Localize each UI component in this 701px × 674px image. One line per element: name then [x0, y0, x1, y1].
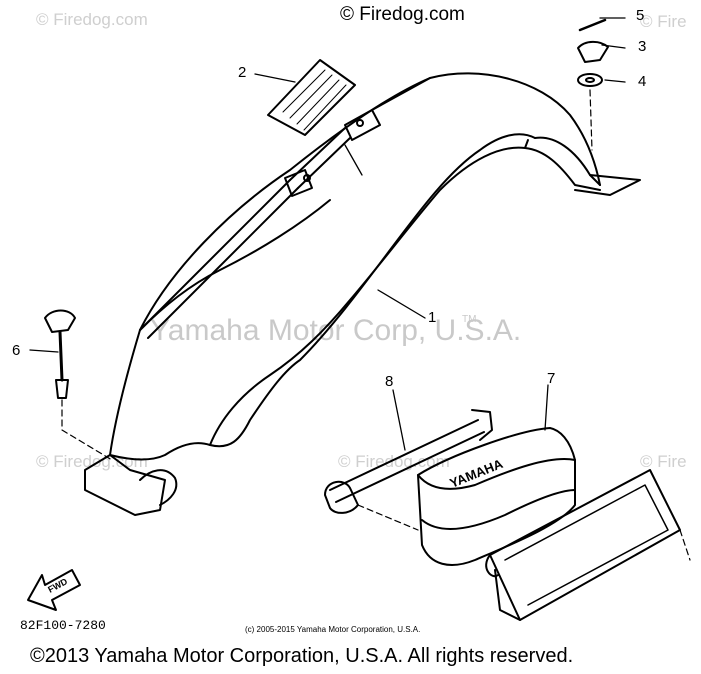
front-flange — [84, 454, 166, 516]
tool-tray — [485, 469, 681, 621]
small-copyright: (c) 2005-2015 Yamaha Motor Corporation, … — [245, 625, 421, 634]
strap-8 — [324, 409, 493, 514]
watermark-mid-center: © Firedog.com — [338, 452, 450, 471]
assembly-line-tray — [679, 529, 691, 561]
assembly-line-front — [61, 399, 113, 461]
callout-7: 7 — [547, 370, 556, 387]
box-logo-text: YAMAHA — [448, 456, 506, 491]
bolt-assembly-6 — [44, 309, 76, 399]
callout-3: 3 — [638, 38, 647, 55]
rear-flange — [574, 174, 641, 196]
watermark-mid-right: © Fire — [640, 452, 687, 471]
nut-3 — [577, 40, 609, 63]
callout-4: 4 — [638, 73, 647, 90]
watermark-top-right: © Fire — [640, 12, 687, 31]
part-number: 82F100-7280 — [20, 618, 106, 633]
decal-label — [267, 59, 356, 136]
callout-8: 8 — [385, 373, 394, 390]
bolt-5 — [578, 18, 607, 32]
stay-bolt-hole-2 — [356, 119, 364, 127]
assembly-line-strap — [357, 504, 419, 531]
callout-1: 1 — [428, 309, 437, 326]
tool-box-7 — [417, 427, 576, 566]
watermark-top-left: © Firedog.com — [36, 10, 148, 29]
front-flange-curl — [139, 469, 178, 506]
fender-stay — [139, 77, 431, 339]
stay-bolt-hole — [303, 174, 311, 182]
callout-2: 2 — [238, 64, 247, 81]
copyright-line: ©2013 Yamaha Motor Corporation, U.S.A. A… — [30, 645, 574, 667]
callout-6: 6 — [12, 342, 21, 359]
fender-shell — [109, 72, 601, 461]
callout-5: 5 — [636, 7, 645, 24]
fwd-arrow — [27, 569, 81, 611]
watermark-trademark: TM — [462, 314, 477, 325]
washer-hole — [585, 77, 595, 83]
leader-lines — [29, 17, 626, 451]
copyright-top: © Firedog.com — [340, 4, 465, 25]
washer-4 — [577, 73, 603, 87]
assembly-line-rear — [589, 89, 593, 151]
